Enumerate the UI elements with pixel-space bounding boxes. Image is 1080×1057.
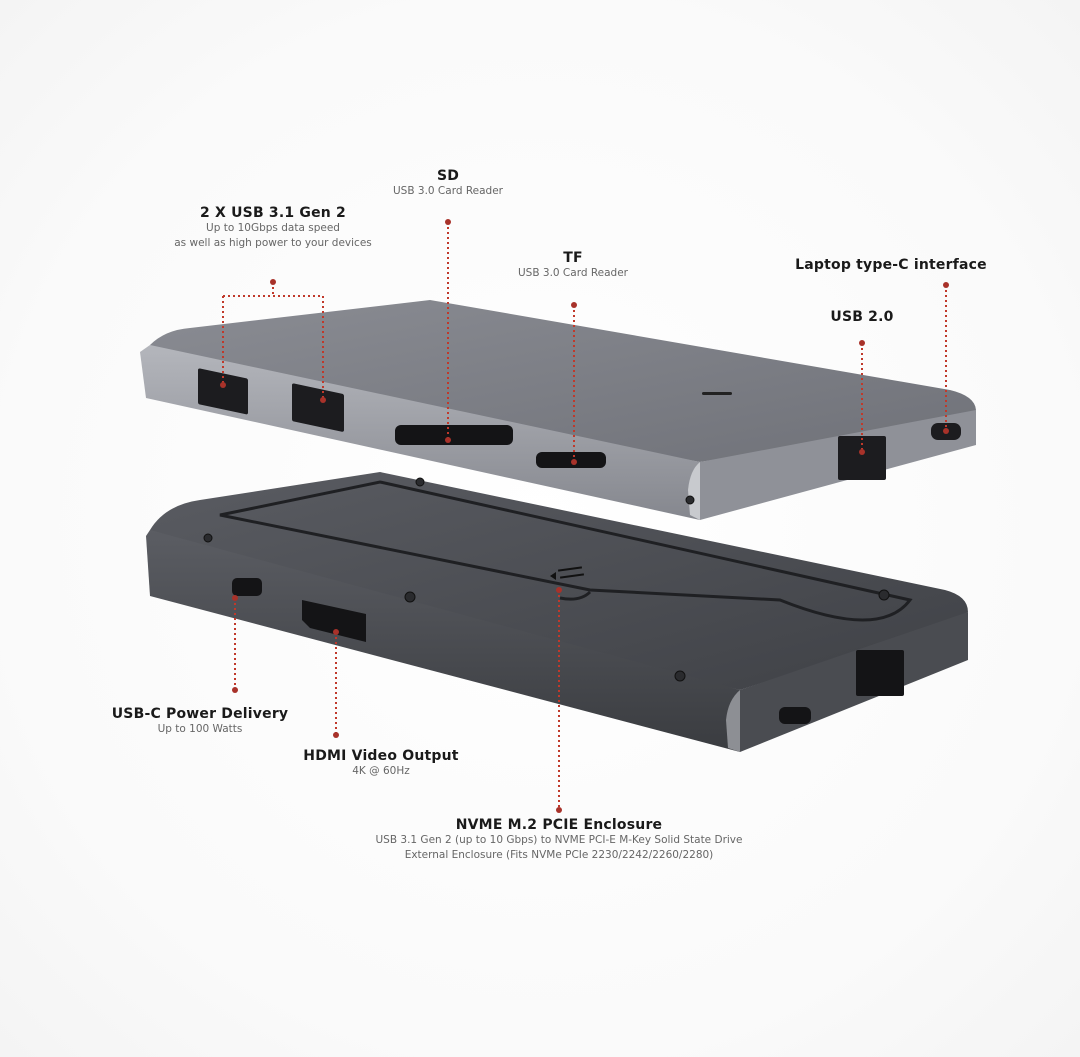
callout-title: HDMI Video Output — [303, 748, 459, 764]
callout-sub: USB 3.0 Card Reader — [518, 267, 628, 279]
callout-sd: SD USB 3.0 Card Reader — [373, 168, 523, 199]
callout-tf: TF USB 3.0 Card Reader — [498, 250, 648, 281]
callout-usb-c-pd: USB-C Power Delivery Up to 100 Watts — [100, 706, 300, 737]
hub-device — [140, 300, 976, 520]
usb-a-port-1 — [198, 368, 248, 415]
callout-sub: USB 3.1 Gen 2 (up to 10 Gbps) to NVME PC… — [375, 834, 743, 846]
callout-hdmi: HDMI Video Output 4K @ 60Hz — [286, 748, 476, 779]
callout-nvme: NVME M.2 PCIE Enclosure USB 3.1 Gen 2 (u… — [344, 817, 774, 863]
callout-sub: USB 3.0 Card Reader — [393, 185, 503, 197]
callout-title: USB-C Power Delivery — [111, 706, 289, 722]
hdmi-port — [302, 600, 366, 642]
callout-sub: Up to 10Gbps data speed — [206, 222, 340, 234]
callout-sub: as well as high power to your devices — [174, 237, 372, 249]
usb-a-port-right — [856, 650, 904, 696]
tf-slot — [536, 452, 606, 468]
callout-usb20: USB 2.0 — [812, 309, 912, 325]
leader-lines — [222, 222, 947, 810]
callout-sub: External Enclosure (Fits NVMe PCIe 2230/… — [404, 849, 714, 861]
callout-usb31: 2 X USB 3.1 Gen 2 Up to 10Gbps data spee… — [148, 205, 398, 251]
led-indicator — [702, 392, 732, 395]
callout-sub: 4K @ 60Hz — [352, 765, 410, 777]
callout-title: NVME M.2 PCIE Enclosure — [455, 817, 663, 833]
callout-title: SD — [436, 168, 460, 184]
callout-laptop-type-c: Laptop type-C interface — [786, 257, 996, 273]
callout-title: Laptop type-C interface — [795, 257, 987, 273]
enclosure-device — [146, 472, 968, 752]
sd-slot — [395, 425, 513, 445]
usb-2-port — [838, 436, 886, 480]
callout-sub: Up to 100 Watts — [157, 723, 243, 735]
usb-a-port-2 — [292, 383, 344, 432]
callout-title: USB 2.0 — [830, 309, 894, 325]
usb-c-port-right — [779, 707, 811, 724]
leader-dots — [220, 219, 949, 813]
usb-c-pd-port — [232, 578, 262, 596]
callout-title: 2 X USB 3.1 Gen 2 — [200, 205, 346, 221]
screw — [415, 477, 425, 487]
callout-title: TF — [563, 250, 583, 266]
